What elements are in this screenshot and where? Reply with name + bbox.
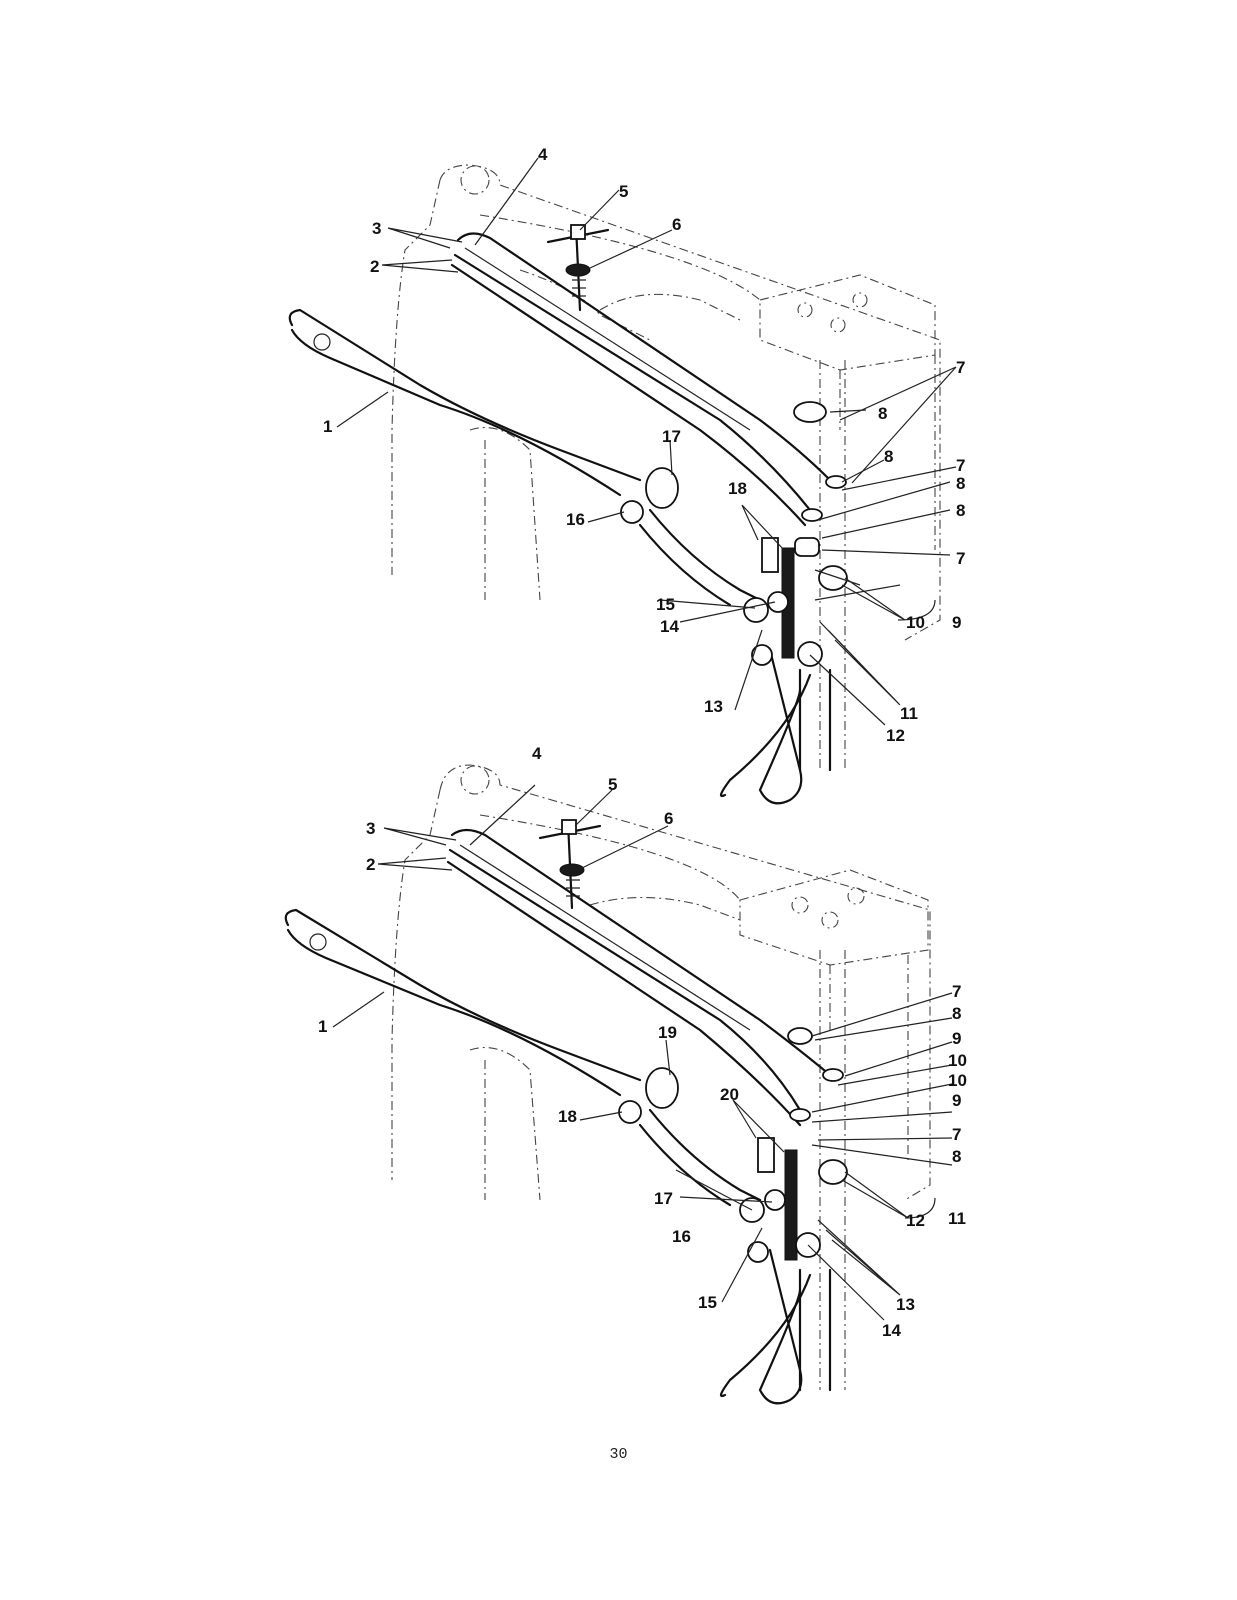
callout-14: 14	[660, 617, 679, 636]
spring-plates	[446, 828, 844, 1127]
callout-10b: 10	[948, 1071, 967, 1090]
callout-11: 11	[900, 704, 918, 723]
callout-2: 2	[370, 257, 380, 276]
callout-7c: 7	[956, 549, 966, 568]
callout-15: 15	[698, 1293, 717, 1312]
callout-7b: 7	[956, 456, 966, 475]
callout-16: 16	[566, 510, 585, 529]
callout-3: 3	[366, 819, 376, 838]
callout-4: 4	[538, 145, 548, 164]
top-assembly-figure: 1 2 3 4 5 6 7 8 7 8 7 8 8 7 9 10 11 12 1…	[0, 130, 1237, 850]
collar-upper	[793, 401, 827, 423]
bottom-assembly-drawing	[284, 764, 953, 1405]
callout-6: 6	[672, 215, 682, 234]
bracket-arm	[638, 1108, 848, 1405]
callout-3: 3	[372, 219, 382, 238]
callout-19: 19	[658, 1023, 677, 1042]
callout-13: 13	[704, 697, 723, 716]
callout-10: 10	[906, 613, 925, 632]
callout-8b: 8	[884, 447, 894, 466]
callout-7a: 7	[952, 982, 962, 1001]
callout-13: 13	[896, 1295, 915, 1314]
callout-12: 12	[906, 1211, 925, 1230]
callout-11: 11	[948, 1209, 966, 1228]
callout-9a: 9	[952, 1029, 962, 1048]
head-block	[739, 869, 929, 1160]
adjusting-screw	[546, 224, 610, 312]
callout-20: 20	[720, 1085, 739, 1104]
page-number: 30	[609, 1446, 628, 1463]
lever-handle	[288, 308, 679, 524]
callout-8a: 8	[952, 1004, 962, 1023]
callout-2: 2	[366, 855, 376, 874]
lever-handle	[284, 908, 679, 1124]
callout-12: 12	[886, 726, 905, 745]
callout-7b: 7	[952, 1125, 962, 1144]
head-block	[759, 274, 936, 550]
callout-16: 16	[672, 1227, 691, 1246]
callout-8a: 8	[878, 404, 888, 423]
top-assembly-drawing	[288, 157, 957, 805]
callout-5: 5	[619, 182, 629, 201]
callout-8b: 8	[952, 1147, 962, 1166]
callout-17: 17	[662, 427, 681, 446]
callout-7a: 7	[956, 358, 966, 377]
callout-8c: 8	[956, 474, 966, 493]
callout-4: 4	[532, 744, 542, 763]
callout-18: 18	[558, 1107, 577, 1126]
leader-lines	[336, 157, 957, 726]
callout-8d: 8	[956, 501, 966, 520]
callout-1: 1	[318, 1017, 328, 1036]
adjusting-screw	[538, 819, 602, 910]
callout-10a: 10	[948, 1051, 967, 1070]
callout-15: 15	[656, 595, 675, 614]
callout-14: 14	[882, 1321, 901, 1340]
callout-5: 5	[608, 775, 618, 794]
callout-9: 9	[952, 613, 962, 632]
callout-6: 6	[664, 809, 674, 828]
spring-plates	[450, 232, 847, 527]
bracket-arm	[638, 508, 901, 805]
callout-17: 17	[654, 1189, 673, 1208]
callout-9b: 9	[952, 1091, 962, 1110]
machine-housing-outline	[391, 164, 941, 770]
callout-18: 18	[728, 479, 747, 498]
leader-lines	[332, 784, 953, 1321]
callout-1: 1	[323, 417, 333, 436]
bottom-assembly-figure: 1 2 3 4 5 6 7 8 9 10 10 9 7 8 11 12 13 1…	[0, 740, 1237, 1460]
